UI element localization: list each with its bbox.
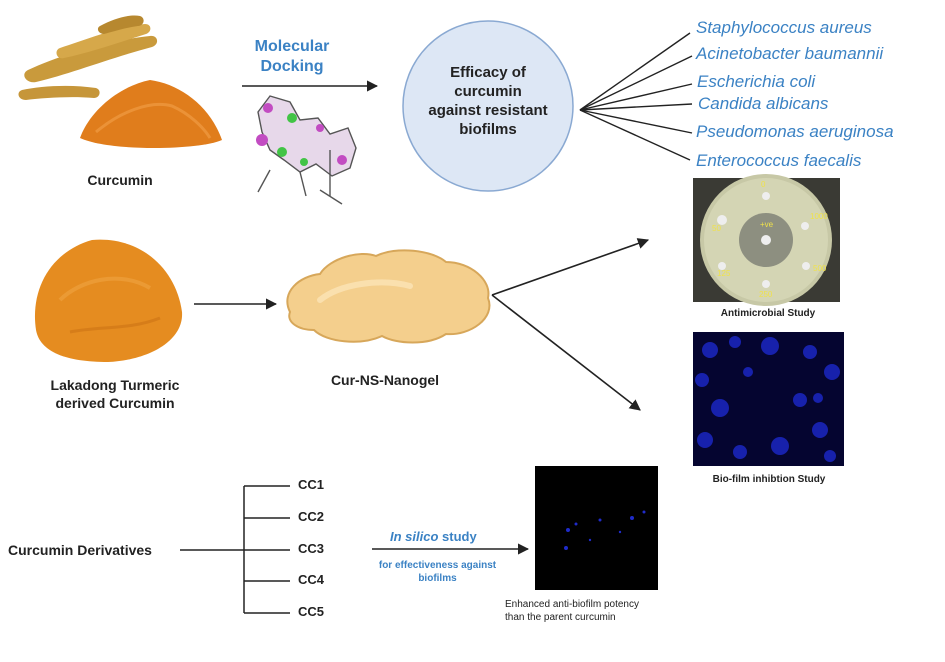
docking-label-line1: Molecular — [254, 38, 330, 55]
organism-enterococcus: Enterococcus faecalis — [696, 151, 862, 170]
plate-number-50: 50 — [712, 224, 721, 233]
derivative-cc3: CC3 — [298, 541, 325, 556]
plate-number-0: 0 — [761, 180, 766, 189]
organism-staphylococcus: Staphylococcus aureus — [696, 18, 872, 37]
efficacy-line-2: curcumin — [454, 83, 522, 100]
docking-label-line2: Docking — [260, 58, 324, 75]
antimicrobial-arrow — [491, 238, 650, 296]
plate-number-positive: +ve — [760, 220, 774, 229]
enhanced-line-1: Enhanced anti-biofilm potency — [505, 599, 639, 610]
curcumin-powder — [80, 80, 222, 148]
nanogel-label: Cur-NS-Nanogel — [330, 372, 440, 388]
biofilm-label: Bio-film inhibtion Study — [712, 474, 826, 485]
derivative-cc4: CC4 — [298, 572, 325, 587]
insilico-sublabel: for effectiveness against biofilms — [360, 559, 515, 585]
efficacy-line-1: Efficacy of — [450, 64, 526, 81]
curcumin-label: Curcumin — [87, 172, 153, 188]
insilico-sub-line-2: biofilms — [418, 573, 457, 584]
enhanced-label: Enhanced anti-biofilm potency than the p… — [505, 598, 685, 624]
organism-pseudomonas: Pseudomonas aeruginosa — [696, 122, 894, 141]
derivative-cc5: CC5 — [298, 604, 325, 619]
organism-fan-lines — [579, 32, 693, 161]
derivative-cc2: CC2 — [298, 509, 325, 524]
enhanced-line-2: than the parent curcumin — [505, 612, 616, 623]
plate-number-250: 250 — [759, 290, 773, 299]
insilico-sub-line-1: for effectiveness against — [378, 560, 497, 571]
derivative-cc1: CC1 — [298, 477, 325, 492]
docking-label: Molecular Docking — [247, 37, 337, 77]
derivatives-tree — [180, 485, 290, 614]
plate-number-125: 125 — [717, 269, 731, 278]
insilico-label: In silico study — [390, 529, 477, 544]
organism-escherichia: Escherichia coli — [697, 72, 816, 91]
biofilm-arrow — [491, 294, 641, 411]
lakadong-label: Lakadong Turmeric derived Curcumin — [30, 376, 200, 412]
lakadong-line-1: Lakadong Turmeric — [50, 377, 180, 393]
antimicrobial-label: Antimicrobial Study — [720, 308, 816, 319]
organism-candida: Candida albicans — [698, 94, 829, 113]
turmeric-roots — [18, 15, 158, 100]
efficacy-line-4: biofilms — [459, 121, 517, 138]
insilico-rest: study — [438, 529, 477, 544]
organism-acinetobacter: Acinetobacter baumannii — [696, 44, 884, 63]
plate-number-1000: 1000 — [810, 212, 828, 221]
insilico-italic: In silico — [390, 529, 439, 544]
derivatives-label: Curcumin Derivatives — [8, 542, 152, 558]
plate-number-500: 500 — [813, 264, 827, 273]
lakadong-line-2: derived Curcumin — [55, 395, 175, 411]
efficacy-text: Efficacy of curcumin against resistant b… — [404, 63, 572, 139]
efficacy-line-3: against resistant — [428, 102, 548, 119]
